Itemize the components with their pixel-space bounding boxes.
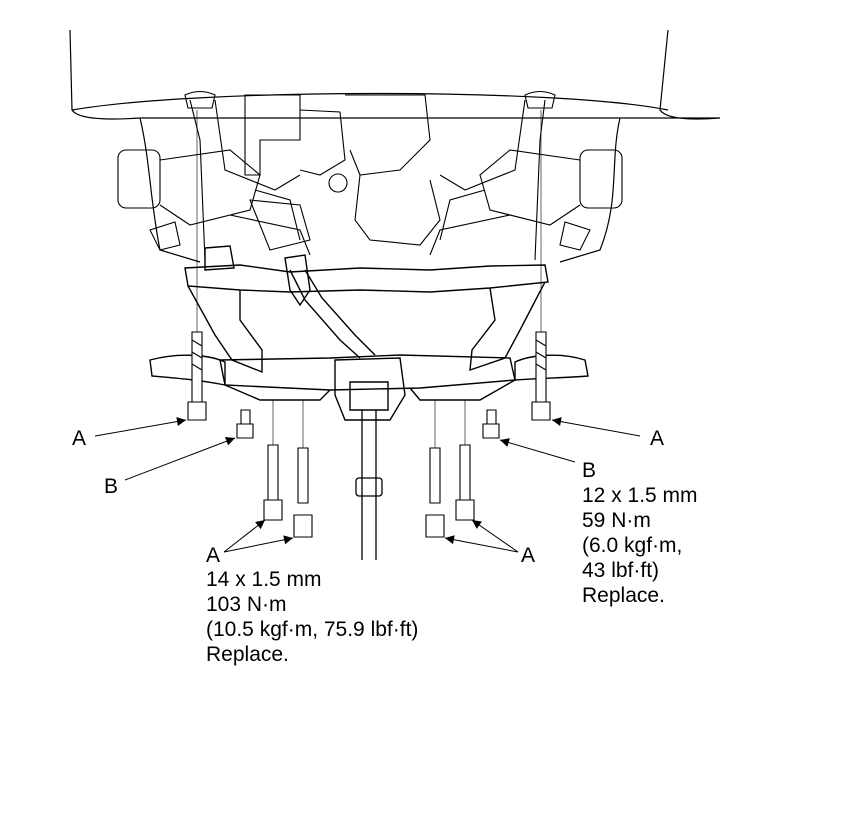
bolt-b-left [237, 410, 253, 438]
spec-right-torque-kgf: (6.0 kgf·m, [582, 534, 683, 557]
spec-left-size: 14 x 1.5 mm [206, 568, 322, 591]
spec-right-torque-lbf: 43 lbf·ft) [582, 559, 660, 582]
bolt-a-lower-right-2 [456, 445, 474, 520]
bolt-b-right [483, 410, 499, 438]
leader-arrows [95, 417, 640, 552]
spec-right-size: 12 x 1.5 mm [582, 484, 698, 507]
bolt-a-left-outer [188, 332, 206, 420]
bolt-a-lower-left-2 [294, 448, 312, 537]
guide-lines [197, 110, 541, 448]
bolt-group [188, 332, 550, 537]
spec-left-torque-alt: (10.5 kgf·m, 75.9 lbf·ft) [206, 618, 419, 641]
callout-a-right: A [650, 427, 665, 450]
callout-b-left: B [104, 475, 119, 498]
spec-left: 14 x 1.5 mm 103 N·m (10.5 kgf·m, 75.9 lb… [206, 567, 418, 667]
spec-left-torque-nm: 103 N·m [206, 593, 287, 616]
spec-right-note: Replace. [582, 584, 665, 607]
steering-shaft [356, 410, 382, 560]
callout-a-bottom-right: A [521, 544, 536, 567]
bolt-a-lower-left-1 [264, 445, 282, 520]
right-suspension-assembly [430, 92, 622, 261]
bolt-a-lower-right-1 [426, 448, 444, 537]
vehicle-body [70, 30, 720, 262]
callout-b-right: B [582, 459, 597, 482]
front-subframe [150, 246, 588, 420]
callout-a-left: A [72, 427, 87, 450]
engine-block [245, 95, 440, 250]
spec-left-note: Replace. [206, 643, 289, 666]
spec-right: 12 x 1.5 mm 59 N·m (6.0 kgf·m, 43 lbf·ft… [582, 483, 698, 608]
left-suspension-assembly [118, 92, 310, 261]
spec-right-torque-nm: 59 N·m [582, 509, 651, 532]
callout-a-bottom-left: A [206, 544, 221, 567]
bolt-a-right-outer [532, 332, 550, 420]
